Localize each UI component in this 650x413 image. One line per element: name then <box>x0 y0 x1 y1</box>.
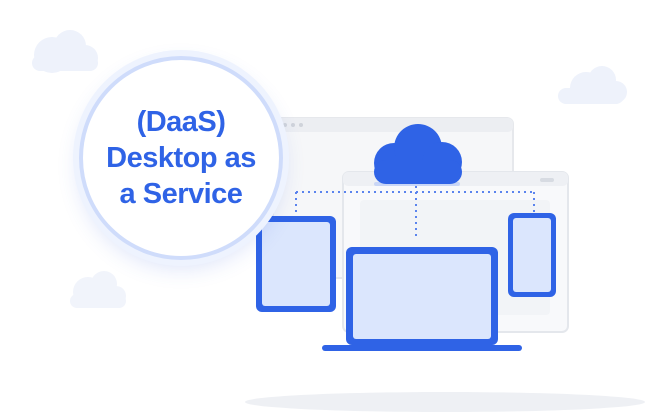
cloud-icon <box>374 124 462 186</box>
bg-cloud-bottom-left-icon <box>70 271 126 308</box>
floor-shadow <box>245 392 645 412</box>
badge-line-2: Desktop as <box>106 142 256 174</box>
badge-line-3: a Service <box>119 178 243 210</box>
bg-cloud-top-left-icon <box>32 30 98 73</box>
tablet-device-icon <box>256 216 336 312</box>
laptop-device-icon <box>322 247 522 351</box>
bg-cloud-right-icon <box>558 66 627 104</box>
badge-line-1: (DaaS) <box>136 106 226 138</box>
daas-badge: (DaaS) Desktop as a Service <box>79 56 283 260</box>
phone-device-icon <box>508 213 556 297</box>
network-connectors <box>295 180 535 240</box>
